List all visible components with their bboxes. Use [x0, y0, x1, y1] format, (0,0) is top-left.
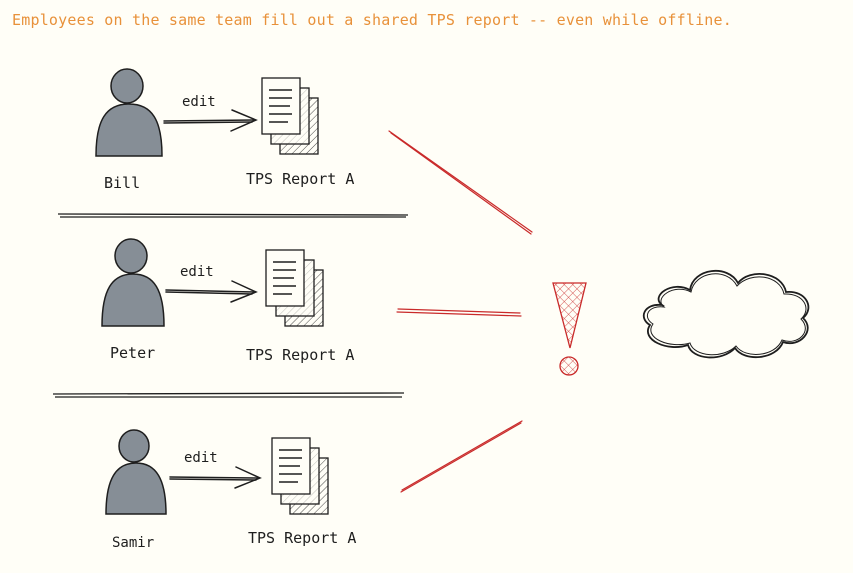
- row-samir: Samir edit TPS Report A: [105, 429, 356, 551]
- document-stack-icon: [271, 437, 329, 515]
- row-bill: Bill edit TPS Report A: [95, 68, 354, 192]
- diagram-title: Employees on the same team fill out a sh…: [12, 11, 732, 29]
- person-name-label: Bill: [104, 174, 140, 192]
- person-icon: [101, 238, 165, 327]
- conflict-line-bottom: [400, 420, 523, 493]
- document-stack-icon: [261, 77, 319, 155]
- document-name-label: TPS Report A: [246, 170, 354, 188]
- exclamation-icon: [552, 282, 587, 376]
- row-divider: [52, 392, 405, 398]
- row-divider: [57, 213, 409, 218]
- edit-label: edit: [180, 264, 214, 280]
- document-name-label: TPS Report A: [248, 529, 356, 547]
- row-peter: Peter edit TPS Report A: [101, 238, 354, 364]
- edit-arrow: [169, 466, 262, 489]
- edit-arrow: [165, 280, 258, 303]
- conflict-line-middle: [396, 308, 522, 317]
- cloud-icon: [642, 269, 810, 359]
- person-icon: [105, 429, 167, 515]
- conflict-line-top: [388, 130, 533, 235]
- edit-arrow: [163, 109, 258, 132]
- edit-label: edit: [184, 450, 218, 466]
- person-icon: [95, 68, 163, 157]
- document-stack-icon: [265, 249, 324, 327]
- conflict-lines: [388, 130, 533, 493]
- person-name-label: Samir: [112, 535, 154, 551]
- document-name-label: TPS Report A: [246, 346, 354, 364]
- edit-label: edit: [182, 94, 216, 110]
- person-name-label: Peter: [110, 344, 155, 362]
